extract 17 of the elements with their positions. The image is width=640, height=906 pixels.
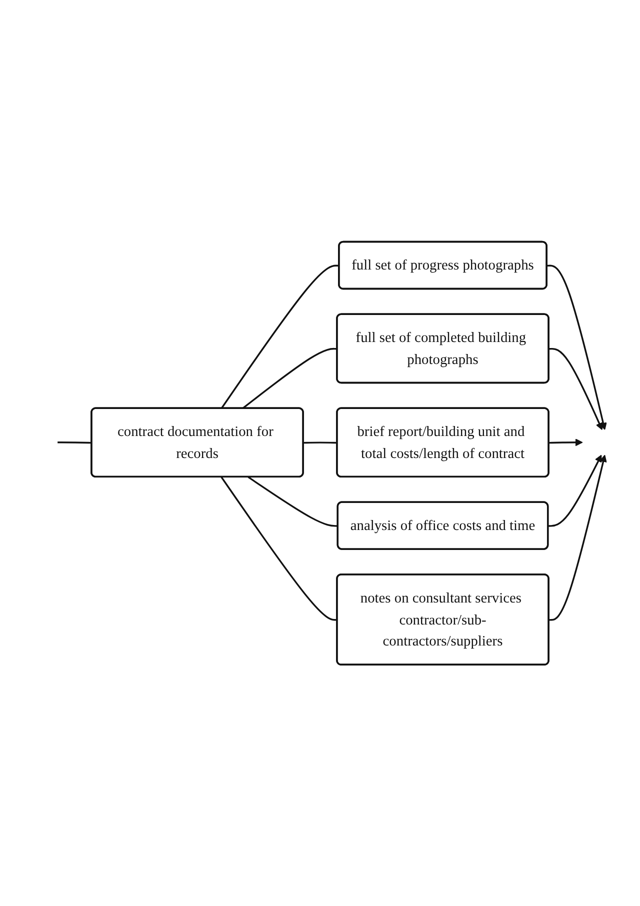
- process-box: contract documentation for records: [90, 407, 304, 478]
- process-box: analysis of office costs and time: [336, 501, 549, 550]
- process-box: notes on consultant services contractor/sub-contractors/suppliers: [336, 573, 550, 666]
- arrow: [548, 454, 602, 527]
- connector-line: [58, 441, 92, 444]
- arrow: [548, 454, 607, 621]
- connector-line: [303, 442, 338, 444]
- process-box: full set of progress photographs: [338, 240, 548, 290]
- connector-line: [248, 476, 338, 527]
- process-box: brief report/building unit and total costs/length of contract: [336, 407, 550, 478]
- process-box: full set of completed building photographs: [336, 313, 550, 384]
- arrow: [548, 438, 583, 446]
- connector-line: [220, 264, 340, 409]
- connector-line: [220, 476, 338, 621]
- connector-line: [242, 348, 338, 409]
- arrow: [546, 264, 607, 430]
- arrow: [548, 348, 603, 430]
